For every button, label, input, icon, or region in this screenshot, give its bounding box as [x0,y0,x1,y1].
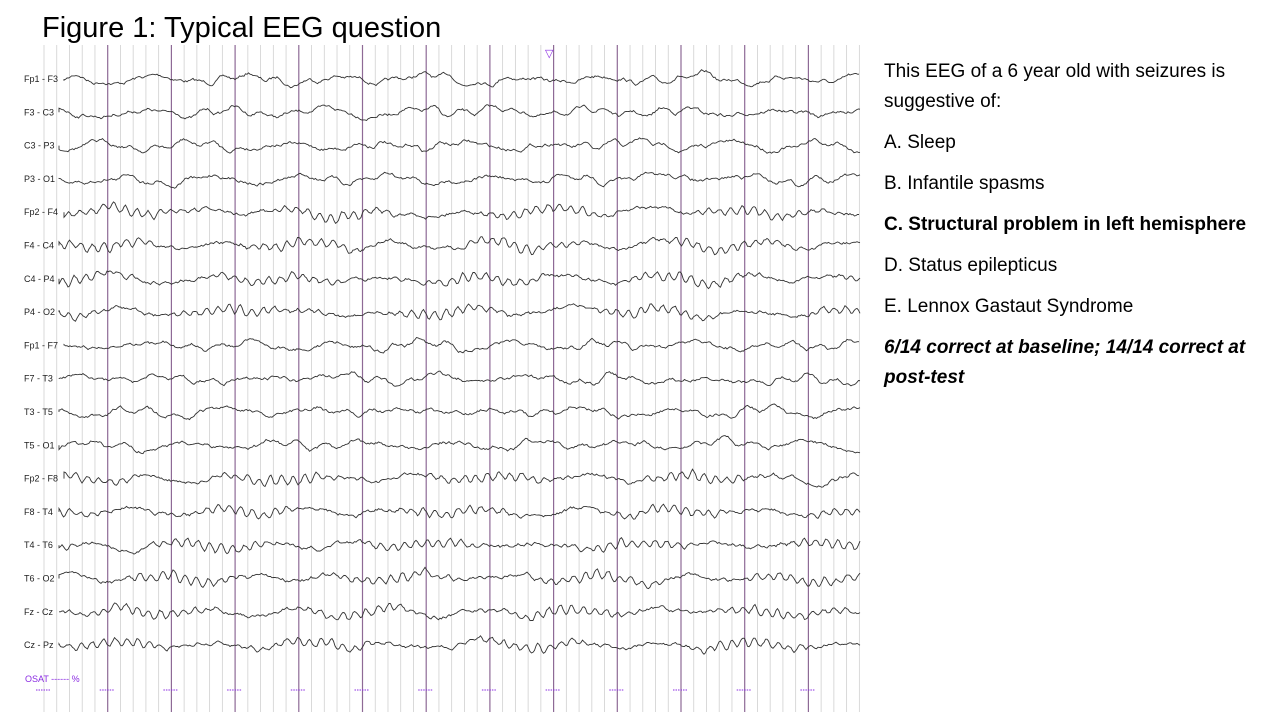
channel-label: P3 - O1 [24,174,55,184]
eeg-trace [58,566,861,590]
channel-label: T3 - T5 [24,407,53,417]
eeg-trace [58,370,861,387]
eeg-trace [58,537,861,555]
channel-label: Fp1 - F7 [24,340,58,350]
channel-label: C4 - P4 [24,274,55,284]
channel-label: Cz - Pz [24,640,54,650]
option-c-correct: C. Structural problem in left hemisphere [884,214,1247,235]
channel-label: T4 - T6 [24,540,53,550]
channel-label: Fp2 - F8 [24,474,58,484]
event-marker-icon: ▽ [545,48,554,60]
eeg-tracing: Fp1 - F3 F3 - C3 C3 - P3 P3 - O1 Fp2 - F4 F4 … [24,45,861,712]
channel-label: T5 - O1 [24,440,55,450]
eeg-trace [58,104,861,122]
option-d: D. Status epilepticus [884,255,1058,276]
eeg-trace [58,303,861,322]
question-panel: This EEG of a 6 year old with seizures i… [884,57,1274,404]
channel-label: P4 - O2 [24,307,55,317]
eeg-trace [58,503,861,520]
eeg-trace [58,137,861,154]
result-note: 6/14 correct at baseline; 14/14 correct … [884,337,1246,388]
eeg-trace [58,403,861,421]
channel-label: C3 - P3 [24,141,55,151]
eeg-trace [59,602,861,622]
channel-label: F3 - C3 [24,107,54,117]
channel-label: Fp2 - F4 [24,207,58,217]
eeg-trace [58,236,861,256]
channel-label: Fp1 - F3 [24,74,58,84]
option-e: E. Lennox Gastaut Syndrome [884,296,1134,317]
channel-label: T6 - O2 [24,574,55,584]
channel-label: F8 - T4 [24,507,53,517]
eeg-trace [63,468,860,488]
option-a: A. Sleep [884,132,956,153]
eeg-trace [63,69,859,89]
channel-label: Fz - Cz [24,607,53,617]
eeg-trace [63,201,860,224]
option-b: B. Infantile spasms [884,173,1045,194]
eeg-trace [58,171,861,189]
osat-label: OSAT ------ % [25,674,80,684]
eeg-trace [58,270,861,290]
slide-title: Figure 1: Typical EEG question [42,12,442,44]
eeg-trace [63,336,859,354]
eeg-trace [58,635,861,655]
channel-label: F7 - T3 [24,374,53,384]
eeg-trace [58,435,861,455]
channel-label: F4 - C4 [24,241,54,251]
question-stem: This EEG of a 6 year old with seizures i… [884,61,1226,112]
